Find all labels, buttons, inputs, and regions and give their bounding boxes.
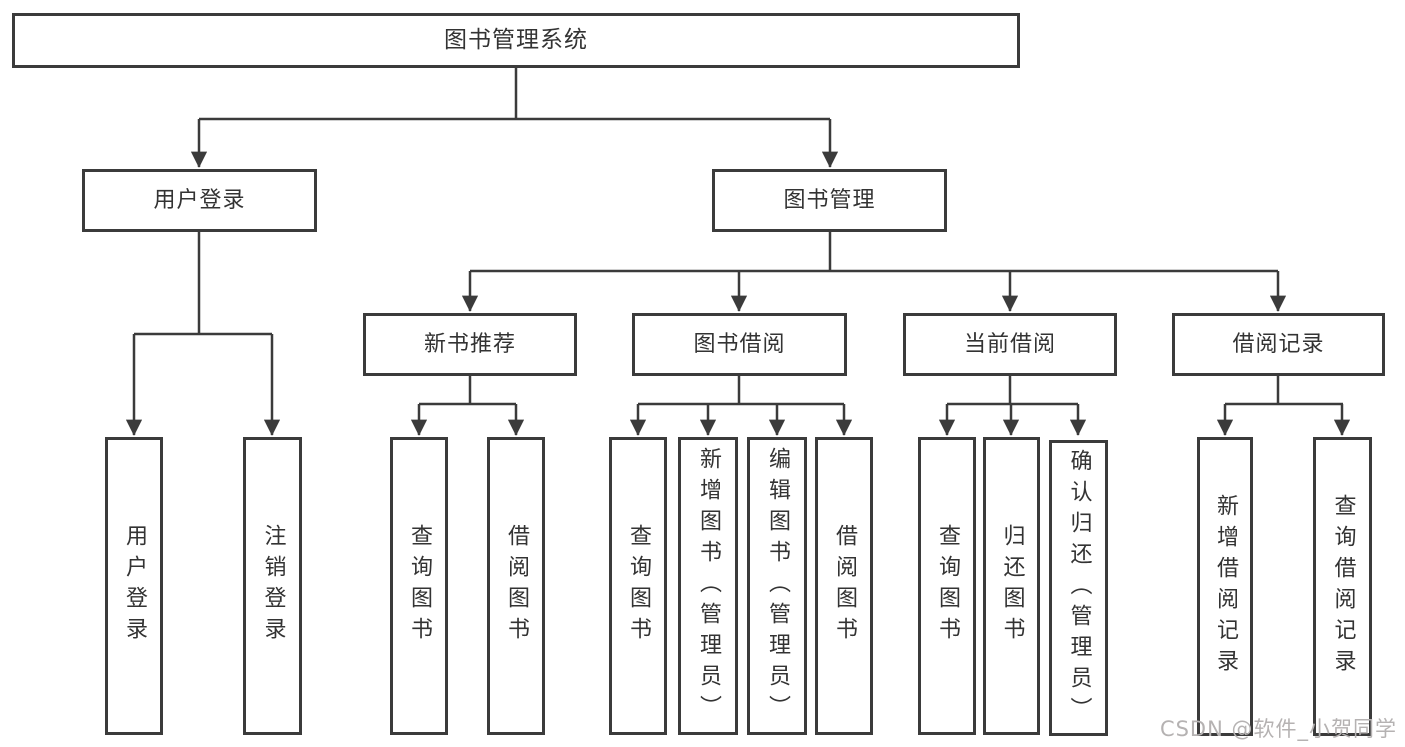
node-br-add-record: 新增借阅记录: [1197, 437, 1253, 736]
node-cb-query-books: 查询图书: [918, 437, 976, 735]
node-bb-borrow-books: 借阅图书: [815, 437, 873, 735]
watermark: CSDN @软件_小贺同学: [1159, 717, 1397, 741]
node-logout-action: 注销登录: [243, 437, 302, 735]
node-new-book-recommend: 新书推荐: [363, 313, 577, 376]
node-user-login: 用户登录: [82, 169, 317, 232]
node-bb-query-books: 查询图书: [609, 437, 667, 735]
node-book-management: 图书管理: [712, 169, 947, 232]
node-cb-return-books: 归还图书: [983, 437, 1040, 735]
node-user-login-action: 用户登录: [105, 437, 163, 735]
node-root-library-system: 图书管理系统: [12, 13, 1020, 68]
node-book-borrowing: 图书借阅: [632, 313, 847, 376]
node-bb-add-books-admin: 新增图书（管理员）: [678, 437, 738, 735]
node-nb-borrow-books: 借阅图书: [487, 437, 545, 735]
node-cb-confirm-return-admin: 确认归还（管理员）: [1049, 440, 1108, 736]
node-borrow-records: 借阅记录: [1172, 313, 1385, 376]
node-current-borrowing: 当前借阅: [903, 313, 1117, 376]
node-bb-edit-books-admin: 编辑图书（管理员）: [747, 437, 807, 735]
node-nb-query-books: 查询图书: [390, 437, 448, 735]
node-br-query-record: 查询借阅记录: [1313, 437, 1372, 736]
